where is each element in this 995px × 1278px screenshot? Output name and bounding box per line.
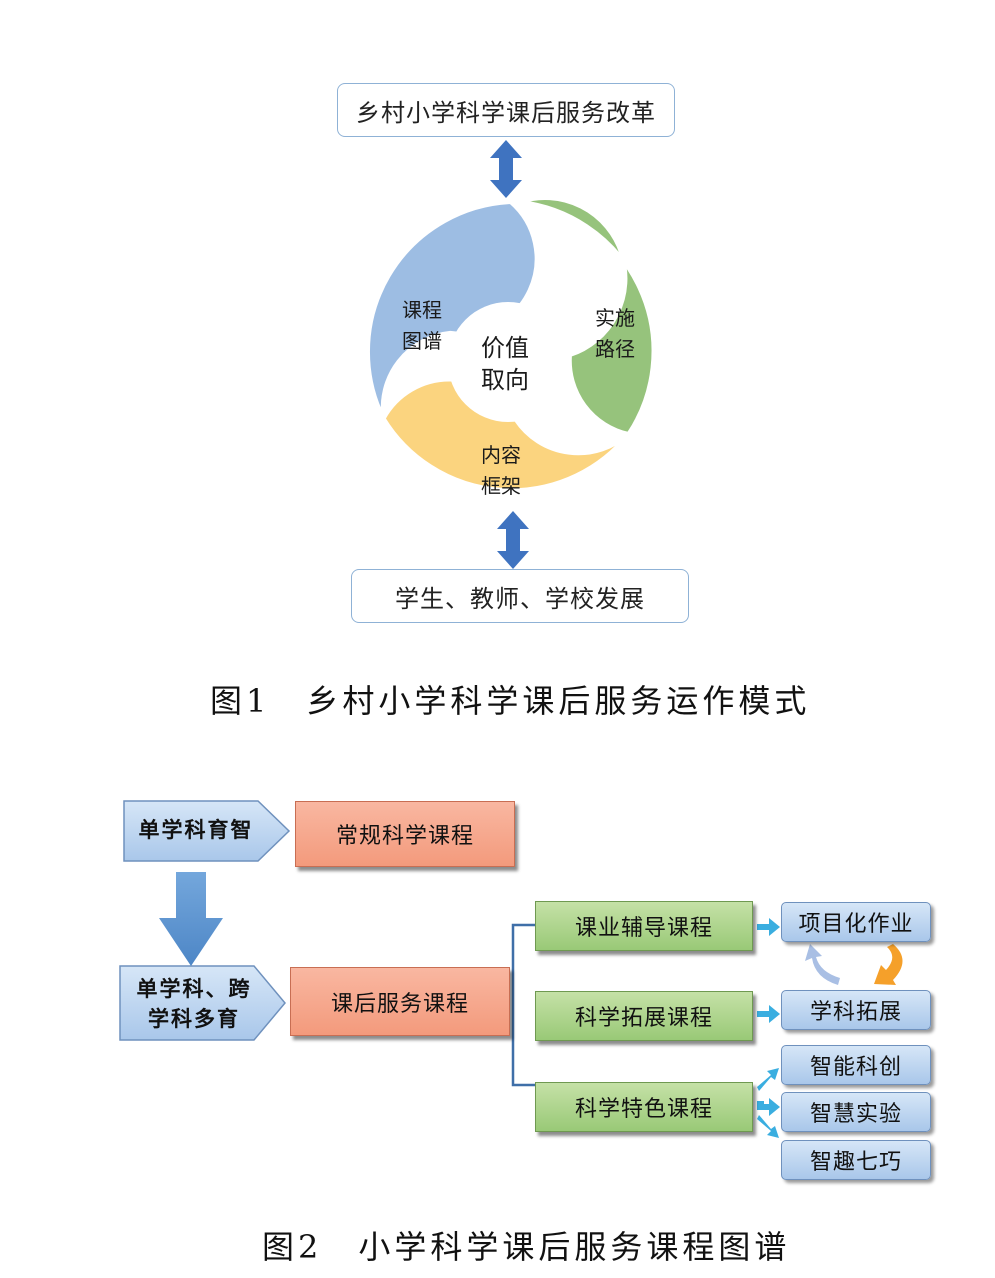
branch-box-extension: 科学拓展课程 bbox=[535, 991, 753, 1041]
center-line2: 取向 bbox=[481, 366, 529, 394]
figure2-graphic bbox=[119, 800, 903, 1138]
development-box: 学生、教师、学校发展 bbox=[351, 569, 689, 623]
segment-green-label: 实施 路径 bbox=[585, 303, 645, 365]
item-label-tangram: 智趣七巧 bbox=[809, 1150, 902, 1175]
top-double-arrow bbox=[490, 140, 522, 198]
segment-yellow-line2: 框架 bbox=[481, 474, 521, 498]
reform-box: 乡村小学科学课后服务改革 bbox=[337, 83, 675, 137]
item-label-project-homework: 项目化作业 bbox=[798, 912, 914, 937]
item-box-tangram: 智趣七巧 bbox=[781, 1140, 931, 1180]
segment-yellow-line1: 内容 bbox=[481, 443, 521, 467]
regular-course-label: 常规科学课程 bbox=[335, 824, 474, 849]
segment-blue-line1: 课程 bbox=[402, 298, 442, 322]
center-label: 价值 取向 bbox=[470, 332, 540, 396]
multi-subject-line2: 学科多育 bbox=[148, 1006, 240, 1031]
item-box-project-homework: 项目化作业 bbox=[781, 902, 931, 942]
center-disc bbox=[448, 302, 568, 422]
branch-label-tutoring: 课业辅导课程 bbox=[574, 916, 713, 941]
item-box-subject-extension: 学科拓展 bbox=[781, 990, 931, 1030]
regular-course-box: 常规科学课程 bbox=[295, 801, 515, 867]
segment-blue bbox=[365, 199, 539, 420]
after-school-course-label: 课后服务课程 bbox=[330, 991, 469, 1017]
figure2-caption: 图2 小学科学课后服务课程图谱 bbox=[262, 1228, 791, 1266]
segment-blue-label: 课程 图谱 bbox=[392, 295, 452, 357]
segment-yellow-label: 内容 框架 bbox=[471, 440, 531, 502]
branch-label-featured: 科学特色课程 bbox=[574, 1097, 713, 1122]
multi-subject-line1: 单学科、跨 bbox=[136, 976, 252, 1001]
item-label-smart-experiment: 智慧实验 bbox=[809, 1102, 902, 1127]
pentagon-multi-subject bbox=[119, 965, 286, 1041]
item-box-smart-experiment: 智慧实验 bbox=[781, 1092, 931, 1132]
bracket-connector bbox=[511, 923, 536, 1087]
item-label-subject-extension: 学科拓展 bbox=[809, 1000, 902, 1025]
cycle-arrow-orange bbox=[874, 944, 903, 985]
bottom-double-arrow bbox=[497, 511, 529, 569]
after-school-course-box: 课后服务课程 bbox=[290, 967, 510, 1036]
multi-subject-label: 单学科、跨 学科多育 bbox=[124, 974, 264, 1034]
figure1-caption: 图1 乡村小学科学课后服务运作模式 bbox=[210, 682, 811, 720]
single-subject-label: 单学科育智 bbox=[138, 817, 254, 842]
down-arrow bbox=[159, 872, 223, 966]
segment-green-line1: 实施 bbox=[595, 306, 635, 330]
center-line1: 价值 bbox=[481, 334, 529, 362]
reform-box-label: 乡村小学科学课后服务改革 bbox=[356, 98, 656, 127]
cyan-arrows bbox=[757, 918, 780, 1138]
cycle-arrow-blue bbox=[805, 944, 840, 985]
development-box-label: 学生、教师、学校发展 bbox=[395, 584, 645, 613]
branch-box-featured: 科学特色课程 bbox=[535, 1082, 753, 1132]
branch-box-tutoring: 课业辅导课程 bbox=[535, 901, 753, 951]
branch-label-extension: 科学拓展课程 bbox=[574, 1006, 713, 1031]
segment-blue-line2: 图谱 bbox=[402, 329, 442, 353]
item-label-smart-innovation: 智能科创 bbox=[809, 1055, 902, 1080]
segment-green bbox=[519, 196, 656, 437]
figure1-graphic bbox=[365, 140, 656, 569]
segment-green-line2: 路径 bbox=[595, 337, 635, 361]
item-box-smart-innovation: 智能科创 bbox=[781, 1045, 931, 1085]
pentagon-single-subject bbox=[123, 800, 291, 862]
